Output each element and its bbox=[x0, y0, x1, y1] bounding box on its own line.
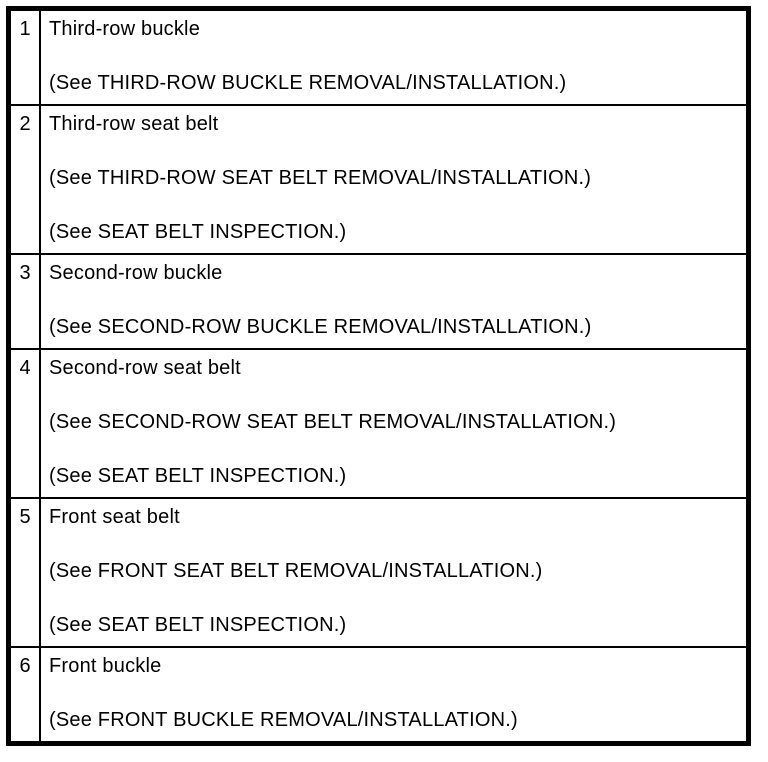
see-reference: (See FRONT BUCKLE REMOVAL/INSTALLATION.) bbox=[49, 709, 518, 731]
part-name: Third-row seat belt bbox=[49, 113, 219, 135]
part-name: Third-row buckle bbox=[49, 18, 201, 40]
row-description: Third-row buckle (See THIRD-ROW BUCKLE RE… bbox=[39, 7, 750, 106]
see-reference: (See SECOND-ROW BUCKLE REMOVAL/INSTALLAT… bbox=[49, 316, 592, 338]
table-row: 3 Second-row buckle (See SECOND-ROW BUCKL… bbox=[7, 253, 750, 350]
row-number: 2 bbox=[7, 104, 41, 255]
see-reference: (See SEAT BELT INSPECTION.) bbox=[49, 221, 347, 243]
part-name: Front buckle bbox=[49, 655, 162, 677]
see-reference: (See SEAT BELT INSPECTION.) bbox=[49, 614, 347, 636]
table-row: 1 Third-row buckle (See THIRD-ROW BUCKLE … bbox=[7, 7, 750, 106]
see-reference: (See SECOND-ROW SEAT BELT REMOVAL/INSTAL… bbox=[49, 411, 617, 433]
table-row: 5 Front seat belt (See FRONT SEAT BELT RE… bbox=[7, 497, 750, 648]
part-name: Second-row buckle bbox=[49, 262, 223, 284]
table-row: 6 Front buckle (See FRONT BUCKLE REMOVAL/… bbox=[7, 646, 750, 745]
part-name: Second-row seat belt bbox=[49, 357, 241, 379]
row-description: Second-row buckle (See SECOND-ROW BUCKLE … bbox=[39, 253, 750, 350]
table-row: 2 Third-row seat belt (See THIRD-ROW SEAT… bbox=[7, 104, 750, 255]
see-reference: (See SEAT BELT INSPECTION.) bbox=[49, 465, 347, 487]
row-number: 6 bbox=[7, 646, 41, 745]
see-reference: (See FRONT SEAT BELT REMOVAL/INSTALLATIO… bbox=[49, 560, 543, 582]
row-description: Front seat belt (See FRONT SEAT BELT REMO… bbox=[39, 497, 750, 648]
row-number: 5 bbox=[7, 497, 41, 648]
part-name: Front seat belt bbox=[49, 506, 180, 528]
row-number: 1 bbox=[7, 7, 41, 106]
see-reference: (See THIRD-ROW SEAT BELT REMOVAL/INSTALL… bbox=[49, 167, 592, 189]
see-reference: (See THIRD-ROW BUCKLE REMOVAL/INSTALLATI… bbox=[49, 72, 567, 94]
page-body: 1 Third-row buckle (See THIRD-ROW BUCKLE … bbox=[6, 6, 751, 746]
parts-index-table: 1 Third-row buckle (See THIRD-ROW BUCKLE … bbox=[6, 6, 751, 746]
row-description: Second-row seat belt (See SECOND-ROW SEAT… bbox=[39, 348, 750, 499]
row-number: 4 bbox=[7, 348, 41, 499]
row-description: Front buckle (See FRONT BUCKLE REMOVAL/IN… bbox=[39, 646, 750, 745]
row-description: Third-row seat belt (See THIRD-ROW SEAT B… bbox=[39, 104, 750, 255]
table-row: 4 Second-row seat belt (See SECOND-ROW SE… bbox=[7, 348, 750, 499]
row-number: 3 bbox=[7, 253, 41, 350]
